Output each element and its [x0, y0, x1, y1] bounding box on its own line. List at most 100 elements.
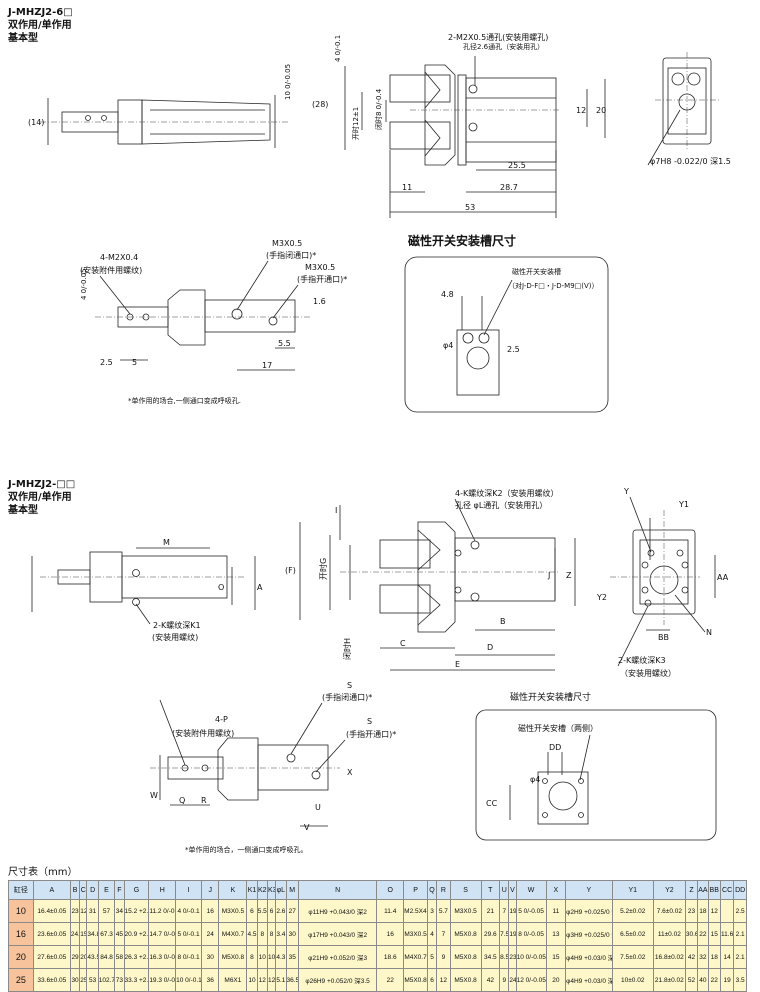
table-cell: 10 0/-0.05 — [515, 945, 547, 969]
table-cell: 6 — [426, 968, 438, 992]
table-cell: 30 — [69, 968, 81, 992]
column-header: Z — [684, 880, 699, 900]
dim-28: (28) — [312, 100, 328, 109]
table-cell: M3X0.5 — [403, 922, 428, 946]
table-cell: 58 — [114, 945, 125, 969]
m2x04-note: (安装附件用螺纹) — [80, 265, 142, 275]
table-cell: 2.1 — [733, 922, 747, 946]
table-cell: 23 — [684, 899, 699, 923]
column-header: A — [32, 880, 71, 900]
dim-W: W — [150, 791, 158, 800]
dimension-table-title: 尺寸表（mm） — [8, 867, 78, 878]
column-header: V — [508, 880, 517, 900]
table-cell: φ4H9 +0.03/0 深4 — [565, 968, 613, 992]
table-cell: 4 — [426, 922, 438, 946]
table-cell: 33.3 +2.5/-0.2 — [123, 968, 150, 992]
table-cell: 8 0/-0.1 — [175, 945, 202, 969]
dim-S-open: S — [367, 717, 372, 726]
table-cell: 15 — [79, 922, 88, 946]
column-header: F — [114, 880, 125, 900]
m3-close-label: M3X0.5 — [272, 239, 302, 248]
table-cell: 14.7 0/-0.7 — [148, 922, 177, 946]
s1-switch-box: 磁性开关安装槽尺寸 磁性开关安装槽 （对J-D-F□・J-D-M9□(V)） 4… — [404, 233, 609, 413]
dim-Y1: Y1 — [678, 500, 689, 509]
dim-B: B — [500, 617, 506, 626]
table-cell: 9 — [436, 945, 451, 969]
dim-17: 17 — [262, 361, 272, 370]
column-header: CC — [719, 880, 735, 900]
table-cell: M4X0.7 — [218, 922, 248, 946]
s-open-note: (手指开通口)* — [346, 729, 396, 739]
column-header: DD — [733, 880, 747, 900]
table-cell: 43.5 — [86, 945, 99, 969]
table-cell: 20 — [545, 968, 567, 992]
dim-11: 11 — [402, 183, 412, 192]
l-note: 孔径 φL通孔（安装用孔） — [455, 500, 547, 510]
s2-side-view: M O A 2-K螺纹深K1 (安装用螺纹) — [31, 538, 263, 642]
dim-phi4: φ4 — [530, 775, 540, 784]
table-cell: 19 — [508, 922, 517, 946]
table-cell: 32 — [697, 945, 709, 969]
bore-cell: 25 — [8, 968, 34, 992]
dim-1-6: 1.6 — [313, 297, 326, 306]
table-cell: 19 — [719, 968, 735, 992]
column-header: E — [97, 880, 116, 900]
s2-end-view: Y Y1 Y2 AA BB N 2-K螺纹深K3 （安装用螺纹） — [596, 487, 729, 678]
column-header: X — [545, 880, 567, 900]
dim-14: (14) — [28, 118, 44, 127]
table-cell: 6.5±0.02 — [611, 922, 654, 946]
table-cell: 57 — [97, 899, 116, 923]
column-header: D — [86, 880, 99, 900]
footnote-2: *单作用的场合，一侧通口变成呼吸孔。 — [185, 845, 308, 854]
dim-open-12: 开时12±1 — [351, 107, 360, 140]
column-header: O — [376, 880, 405, 900]
table-cell: 24 — [508, 968, 517, 992]
dim-A: A — [257, 583, 263, 592]
table-cell: 73 — [114, 968, 125, 992]
table-cell: 45 — [114, 922, 125, 946]
table-cell: φ17H9 +0.043/0 深2 — [297, 922, 378, 946]
table-cell: 12 — [256, 968, 268, 992]
dim-BB: BB — [658, 633, 669, 642]
table-cell: 12 — [79, 899, 88, 923]
dim-Q: Q — [179, 796, 185, 805]
dim-E: E — [455, 660, 460, 669]
column-header: T — [480, 880, 501, 900]
table-cell: 16 — [200, 899, 220, 923]
dim-CC: CC — [486, 799, 498, 808]
p-note: (安装附件用螺纹) — [172, 728, 234, 738]
table-cell: 18 — [707, 945, 721, 969]
dim-2-5: 2.5 — [507, 345, 520, 354]
dim-I: I — [335, 506, 337, 515]
table-cell: 5 0/-0.1 — [175, 922, 202, 946]
k2-note: 4-K螺纹深K2（安装用螺纹） — [455, 488, 559, 498]
dim-phi4: φ4 — [443, 341, 453, 350]
table-cell: 5.5 — [256, 899, 268, 923]
table-cell: 6 — [246, 899, 258, 923]
table-cell: 11 — [545, 899, 567, 923]
table-cell: 7 — [499, 899, 510, 923]
table-cell: 24 — [200, 922, 220, 946]
dim-O: O — [218, 583, 224, 592]
design-type: 基本型 — [8, 33, 38, 44]
dim-S-close: S — [347, 681, 352, 690]
switch-box-title: 磁性开关安装槽尺寸 — [510, 691, 591, 703]
column-header: S — [449, 880, 482, 900]
section2-heading: J-MHZJ2-□□ 双作用/单作用 基本型 — [8, 478, 75, 517]
dim-C: C — [400, 639, 406, 648]
switch-box-title: 磁性开关安装槽尺寸 — [407, 233, 516, 248]
table-cell: 4 0/-0.1 — [175, 899, 202, 923]
table-cell: M4X0.7 — [403, 945, 428, 969]
column-header: B — [69, 880, 81, 900]
table-cell: 8.5 — [499, 945, 510, 969]
table-cell: M6X1 — [218, 968, 248, 992]
s1-side-view: (14) 10 0/-0.05 — [28, 64, 292, 148]
table-cell: M2.5X4.5 — [403, 899, 428, 923]
table-cell: 16 — [376, 922, 405, 946]
table-cell: M5X0.8 — [449, 922, 482, 946]
column-header: K3 — [266, 880, 277, 900]
table-cell: M5X0.8 — [218, 945, 248, 969]
table-cell: 2.5 — [733, 899, 747, 923]
table-cell: 3 — [426, 899, 438, 923]
